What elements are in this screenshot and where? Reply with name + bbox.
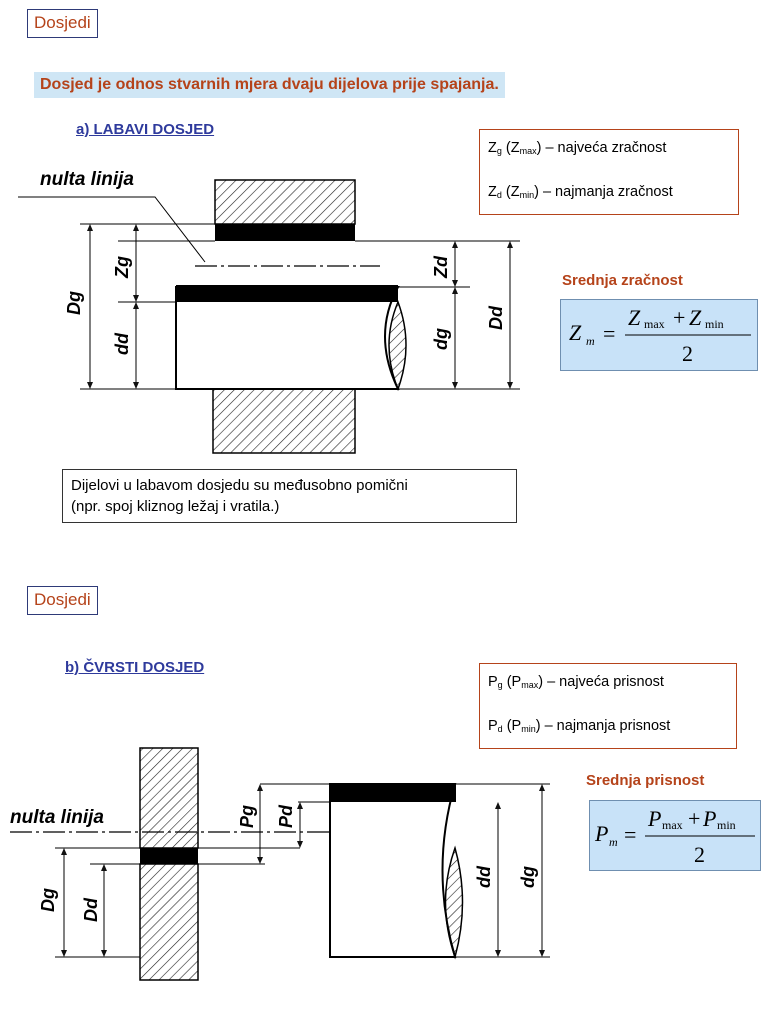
row-text: ) – najmanja zračnost: [534, 184, 673, 200]
symbol: P: [488, 674, 498, 690]
zero-line-leader: [18, 196, 206, 263]
subscript: d: [496, 190, 502, 200]
shaft-tolerance-band: [330, 784, 456, 802]
min-clearance-row: Zd (Zmin) – najmanja zračnost: [488, 184, 673, 200]
formula-num2: Z: [689, 305, 702, 330]
shaft-body: [329, 783, 457, 958]
subscript: min: [519, 190, 535, 200]
formula-plus: +: [673, 305, 685, 330]
slide1-title: Dosjedi: [27, 9, 98, 38]
interference-info-box: Pg (Pmax) – najveća prisnost Pd (Pmin) –…: [479, 663, 737, 749]
note-line-2: (npr. spoj kliznog ležaj i vratila.): [71, 498, 280, 515]
symbol: P: [488, 718, 498, 734]
formula-lhs-sub: m: [586, 334, 595, 348]
row-text: ) – najveća zračnost: [536, 140, 667, 156]
max-interference-row: Pg (Pmax) – najveća prisnost: [488, 674, 664, 690]
subscript: g: [496, 146, 502, 156]
formula-denominator: 2: [682, 341, 693, 366]
hub-lower-section: [212, 388, 356, 454]
zero-line-label: nulta linija: [40, 169, 134, 190]
label-Zg: Zg: [112, 256, 132, 279]
heading-interference-fit: b) ČVRSTI DOSJED: [65, 659, 205, 676]
formula-num1-sub: max: [662, 818, 683, 832]
min-interference-row: Pd (Pmin) – najmanja prisnost: [488, 718, 671, 734]
heading-loose-fit: a) LABAVI DOSJED: [76, 121, 215, 138]
mean-clearance-label: Srednja zračnost: [562, 272, 683, 289]
shaft-body: [175, 286, 400, 390]
formula-plus: +: [688, 806, 700, 831]
interference-fit-drawing: nulta linija Dg Dd Pg Pd dd dg: [10, 747, 550, 981]
slide2-title: Dosjedi: [27, 586, 98, 615]
formula-num1: Z: [628, 305, 641, 330]
hole-tolerance-band: [215, 224, 355, 241]
loose-fit-drawing: nulta linija Dg Zg dd Zd dg Dd: [18, 169, 520, 454]
row-text: ) – najmanja prisnost: [535, 718, 671, 734]
symbol: P: [511, 718, 522, 734]
formula-num1: P: [647, 806, 661, 831]
label-Zd: Zd: [431, 255, 451, 279]
label-dd: dd: [474, 865, 494, 888]
label-Dg: Dg: [38, 888, 58, 912]
formula-num1-sub: max: [644, 317, 665, 331]
label-Dd: Dd: [486, 305, 506, 330]
label-Pg: Pg: [237, 805, 257, 828]
note-line-1: Dijelovi u labavom dosjedu su međusobno …: [71, 477, 408, 494]
symbol: Z: [510, 140, 520, 156]
hub-upper-section: [139, 747, 199, 849]
formula-graphic: Z m = Z max + Z min 2: [569, 305, 751, 366]
row-text: ) – najveća prisnost: [538, 674, 664, 690]
subscript: max: [521, 680, 539, 690]
mean-interference-formula: P m = P max + P min 2: [589, 800, 761, 871]
loose-fit-note: Dijelovi u labavom dosjedu su međusobno …: [62, 469, 517, 523]
hole-tolerance-band: [140, 848, 198, 864]
symbol: Z: [510, 184, 520, 200]
subscript: max: [519, 146, 537, 156]
symbol: Z: [488, 140, 497, 156]
formula-equals: =: [603, 321, 615, 346]
formula-num2-sub: min: [717, 818, 736, 832]
hub-upper-section: [214, 179, 356, 225]
label-Dd: Dd: [81, 897, 101, 922]
formula-num2: P: [702, 806, 716, 831]
subscript: min: [521, 724, 536, 734]
label-dg: dg: [431, 328, 451, 350]
zero-line-label: nulta linija: [10, 807, 104, 828]
symbol: P: [511, 674, 522, 690]
formula-equals: =: [624, 822, 636, 847]
formula-lhs: P: [594, 821, 608, 846]
symbol: Z: [488, 184, 497, 200]
subscript: d: [497, 724, 503, 734]
formula-lhs-sub: m: [609, 835, 618, 849]
formula-denominator: 2: [694, 842, 705, 867]
max-clearance-row: Zg (Zmax) – najveća zračnost: [488, 140, 667, 156]
label-Dg: Dg: [64, 291, 84, 315]
mean-interference-label: Srednja prisnost: [586, 772, 705, 789]
clearance-info-box: Zg (Zmax) – najveća zračnost Zd (Zmin) –…: [479, 129, 739, 215]
definition-banner: Dosjed je odnos stvarnih mjera dvaju dij…: [34, 72, 505, 98]
formula-graphic: P m = P max + P min 2: [594, 806, 755, 867]
shaft-tolerance-band: [176, 285, 398, 302]
hub-lower-section: [139, 863, 199, 981]
formula-num2-sub: min: [705, 317, 724, 331]
label-Pd: Pd: [276, 804, 296, 828]
mean-clearance-formula: Z m = Z max + Z min 2: [560, 299, 758, 371]
subscript: g: [497, 680, 503, 690]
label-dg: dg: [518, 866, 538, 888]
formula-lhs: Z: [569, 320, 582, 345]
label-dd: dd: [112, 332, 132, 355]
